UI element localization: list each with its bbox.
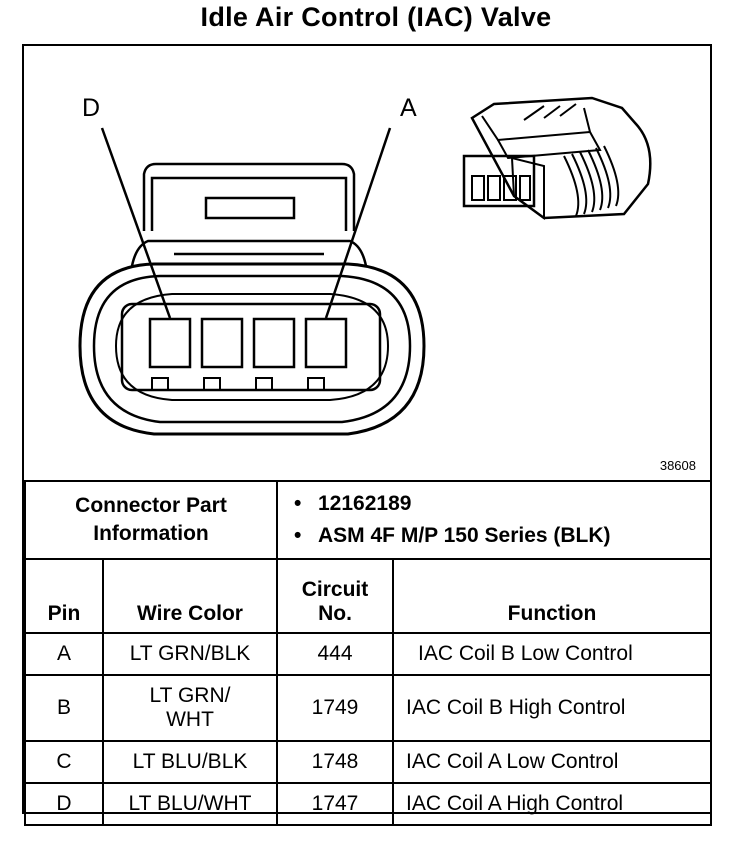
function-cell: IAC Coil A High Control	[391, 782, 713, 826]
function-cell: IAC Coil B Low Control	[391, 632, 713, 676]
wire-color-cell: LT GRN/ WHT	[102, 674, 278, 742]
header-function: Function	[391, 558, 713, 634]
connector-frame: D A 38608 Connector Part Information 121…	[22, 44, 713, 826]
pin-cavities	[148, 317, 348, 369]
leader-d	[100, 127, 172, 319]
pin-cavity-b	[252, 317, 296, 369]
wire-color-cell: LT GRN/BLK	[102, 632, 278, 676]
connector-series: ASM 4F M/P 150 Series (BLK)	[294, 520, 710, 552]
pin-cell: C	[24, 740, 104, 784]
circuit-cell: 1748	[276, 740, 394, 784]
connector-table: Connector Part Information 12162189 ASM …	[24, 480, 713, 826]
table-row: D LT BLU/WHT 1747 IAC Coil A High Contro…	[24, 782, 713, 826]
diagram-title: Idle Air Control (IAC) Valve	[200, 2, 552, 32]
connector-body	[78, 262, 426, 436]
wire-color-cell: LT BLU/WHT	[102, 782, 278, 826]
connector-info-items: 12162189 ASM 4F M/P 150 Series (BLK)	[275, 480, 713, 560]
circuit-cell: 1747	[276, 782, 394, 826]
callout-d: D	[82, 94, 101, 122]
circuit-cell: 1749	[276, 674, 394, 742]
callout-leaders	[100, 127, 392, 319]
function-cell: IAC Coil A Low Control	[391, 740, 713, 784]
wire-color-cell: LT BLU/BLK	[102, 740, 278, 784]
callout-a: A	[400, 94, 417, 122]
lock-tabs	[151, 377, 325, 391]
connector-latch	[130, 162, 368, 267]
connector-part-number: 12162189	[294, 488, 710, 520]
leader-a	[324, 127, 392, 319]
header-pin: Pin	[24, 558, 104, 634]
table-header-row: Pin Wire Color Circuit No. Function	[24, 558, 713, 634]
pin-cell: D	[24, 782, 104, 826]
figure-code: 38608	[659, 458, 696, 473]
pin-cavity-c	[200, 317, 244, 369]
pin-cell: B	[24, 674, 104, 742]
connector-diagram: D A 38608	[24, 46, 710, 480]
connector-isometric-icon	[462, 96, 652, 220]
table-row: C LT BLU/BLK 1748 IAC Coil A Low Control	[24, 740, 713, 784]
header-circuit: Circuit No.	[276, 558, 394, 634]
connector-info-label: Connector Part Information	[24, 480, 278, 560]
circuit-cell: 444	[276, 632, 394, 676]
connector-face-drawing	[78, 96, 652, 436]
function-cell: IAC Coil B High Control	[391, 674, 713, 742]
pin-cell: A	[24, 632, 104, 676]
connector-info-row: Connector Part Information 12162189 ASM …	[24, 480, 713, 560]
table-row: B LT GRN/ WHT 1749 IAC Coil B High Contr…	[24, 674, 713, 742]
pin-cavity-d	[148, 317, 192, 369]
pin-cavity-a	[304, 317, 348, 369]
table-row: A LT GRN/BLK 444 IAC Coil B Low Control	[24, 632, 713, 676]
header-wire-color: Wire Color	[102, 558, 278, 634]
